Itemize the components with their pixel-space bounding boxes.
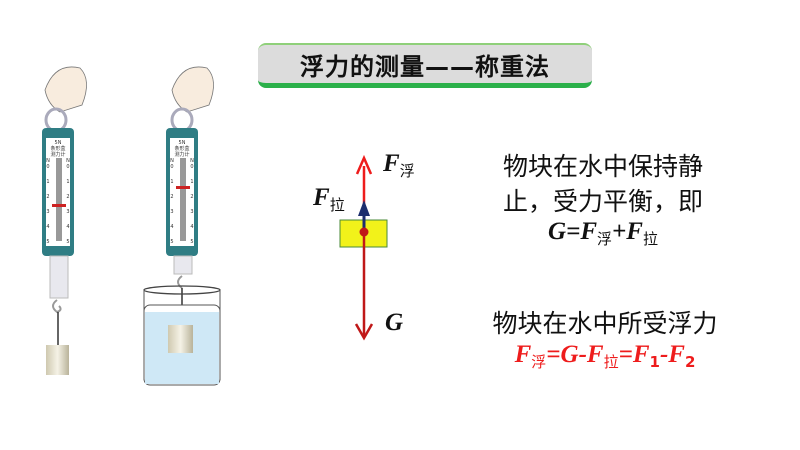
scale-tick-label: 3: [170, 209, 173, 215]
scale-tick-label: 2: [66, 194, 69, 200]
equilibrium-text-line1: 物块在水中保持静: [502, 152, 703, 181]
right-scale: [143, 66, 221, 386]
scale-tick-label: 0: [190, 164, 193, 170]
pull-label: F拉: [313, 184, 345, 214]
force-diagram: [339, 154, 388, 341]
scale-caption: 条形盒: [50, 145, 65, 152]
scale-caption: 条形盒: [174, 145, 189, 152]
scale-tick-label: 3: [66, 209, 69, 215]
scale-tick-label: 1: [66, 179, 69, 185]
scale-tick-label: 3: [46, 209, 49, 215]
scale-tick-label: 1: [190, 179, 193, 185]
scale-tick-label: 1: [46, 179, 49, 185]
gravity-label: G: [385, 309, 404, 336]
scale-unit: N: [170, 158, 174, 164]
scale-caption: 测力计: [174, 151, 189, 158]
equilibrium-text-line2: 止，受力平衡，即: [502, 187, 703, 216]
scale-tick-label: 4: [170, 224, 173, 230]
slide-title: 浮力的测量——称重法: [258, 43, 592, 88]
scale-tick-label: 5: [66, 239, 69, 245]
scale-caption: 测力计: [50, 151, 65, 158]
scale-tick-label: 2: [170, 194, 173, 200]
title-text: 浮力的测量——称重法: [300, 52, 550, 81]
scale-tick-label: 2: [46, 194, 49, 200]
weight-block: [46, 345, 69, 375]
scale-caption: 5N: [179, 140, 186, 146]
hand-icon: [171, 66, 214, 113]
scale-unit: N: [46, 158, 50, 164]
scale-tick-label: 0: [170, 164, 173, 170]
buoyancy-formula: F浮=G-F拉=F1-F2: [514, 341, 696, 371]
scale-unit: N: [190, 158, 194, 164]
scale-tick-label: 5: [170, 239, 173, 245]
scale-tick-label: 3: [190, 209, 193, 215]
scale-tick-label: 4: [66, 224, 69, 230]
scale-tick-label: 4: [190, 224, 193, 230]
equilibrium-formula: G=F浮+F拉: [548, 218, 658, 248]
scale-tick-label: 0: [66, 164, 69, 170]
scale-caption: 5N: [55, 140, 62, 146]
buoyancy-label: F浮: [383, 150, 415, 180]
scale-unit: N: [66, 158, 70, 164]
center-point: [359, 227, 369, 237]
scale-tick-label: 2: [190, 194, 193, 200]
scale-tick-label: 0: [46, 164, 49, 170]
scale-tick-label: 5: [190, 239, 193, 245]
buoyancy-text: 物块在水中所受浮力: [492, 309, 718, 338]
scale-tick-label: 5: [46, 239, 49, 245]
scale-tick-label: 4: [46, 224, 49, 230]
hand-icon: [44, 66, 87, 113]
scale-tick-label: 1: [170, 179, 173, 185]
weight-block: [168, 325, 193, 353]
left-scale: [42, 66, 87, 375]
